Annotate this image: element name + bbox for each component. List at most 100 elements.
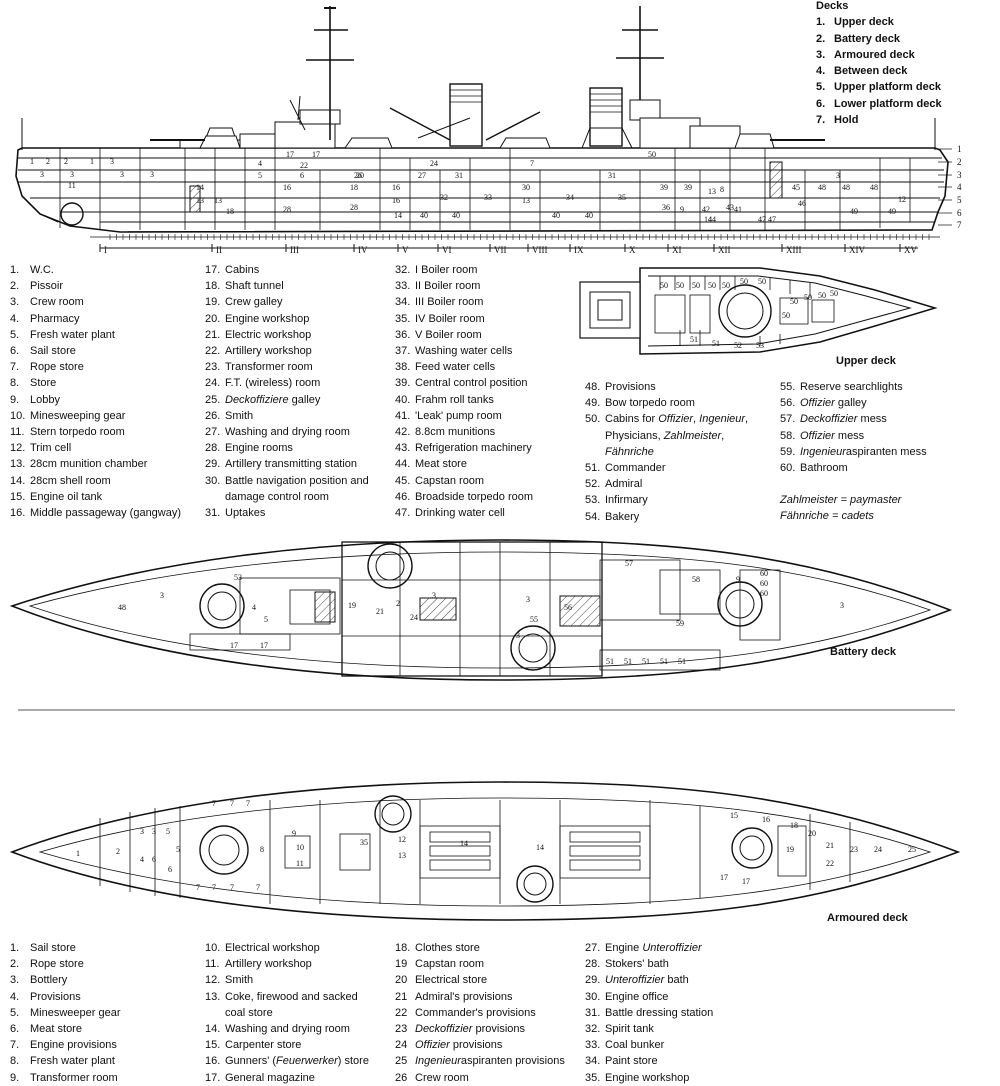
- legend-item-number: 31.: [205, 507, 221, 520]
- legend-item: 5.Minesweeper gear: [10, 1005, 121, 1021]
- legend-item: 12.Smith: [205, 972, 369, 988]
- legend-item-label: Electric workshop: [225, 328, 312, 341]
- compartment-number: 16: [283, 183, 291, 192]
- legend-item-label: Store: [30, 377, 57, 390]
- deck-key-number: 6.: [816, 97, 826, 110]
- legend-item-label: Minesweeping gear: [30, 409, 126, 422]
- compartment-number: 30: [522, 183, 530, 192]
- compartment-number: 18: [350, 183, 358, 192]
- deck-key-item: 2.Battery deck: [816, 31, 942, 47]
- legend-item-label: Sail store: [30, 345, 76, 358]
- legend-item: 34.Paint store: [585, 1053, 713, 1069]
- legend-item: 5.Fresh water plant: [10, 327, 181, 343]
- legend-item: 1.W.C.: [10, 262, 181, 278]
- compartment-number: 60: [760, 569, 768, 578]
- legend-item-label: Trim cell: [30, 442, 72, 455]
- section-numeral: XII: [718, 245, 731, 255]
- section-numeral: VIII: [532, 245, 548, 255]
- legend-item-label: Bathroom: [800, 462, 848, 475]
- legend-item-label: Crew galley: [225, 296, 283, 309]
- section-numeral: XIII: [786, 245, 802, 255]
- compartment-number: 24: [430, 159, 438, 168]
- note-zahlmeister: Zahlmeister = paymaster: [780, 494, 902, 506]
- compartment-number: 3: [526, 595, 530, 604]
- legend-item-number: 6.: [10, 1023, 20, 1036]
- legend-item-number: 7.: [10, 1039, 20, 1052]
- compartment-number: 59: [676, 619, 684, 628]
- legend-item: 56.Offizier galley: [780, 395, 927, 411]
- legend-item-number: 10.: [205, 942, 221, 954]
- legend-item: 37.Washing water cells: [395, 343, 533, 359]
- legend-item: 52.Admiral: [585, 476, 748, 492]
- compartment-number: 10: [296, 843, 304, 852]
- compartment-number: 18: [226, 207, 234, 216]
- deck-key-number: 4.: [816, 65, 826, 78]
- armoured-deck-plan: [9, 781, 961, 921]
- compartment-number: 1: [30, 157, 34, 166]
- legend-item-label: Bottlery: [30, 974, 68, 987]
- compartment-number: 2: [396, 599, 400, 608]
- legend-item-number: 35.: [395, 312, 411, 325]
- legend-item-label: 28cm munition chamber: [30, 458, 148, 471]
- legend-item: 11.Artillery workshop: [205, 956, 369, 972]
- compartment-number: 25: [908, 845, 916, 854]
- legend-item-label: Transformer room: [30, 1071, 118, 1084]
- deck-key-label: Armoured deck: [834, 48, 915, 61]
- compartment-number: 3: [140, 827, 144, 836]
- legend-item-number: 19: [395, 958, 408, 971]
- compartment-number: 22: [826, 859, 834, 868]
- compartment-number: 20: [808, 829, 816, 838]
- legend-item-number: 60.: [780, 462, 796, 475]
- compartment-number: 39: [684, 183, 692, 192]
- legend-item-number: 19.: [205, 296, 221, 309]
- legend-item-number: 37.: [395, 345, 411, 358]
- legend-item: 9.Transformer room: [10, 1070, 121, 1086]
- legend-item-label: Artillery workshop: [225, 958, 312, 971]
- legend-item-label: Central control position: [415, 377, 528, 390]
- compartment-number: 28: [283, 205, 291, 214]
- compartment-number: 15: [730, 811, 738, 820]
- legend-item-label: Ingenieuraspiranten mess: [800, 445, 927, 458]
- compartment-number: 48: [818, 183, 826, 192]
- compartment-number: 28: [350, 203, 358, 212]
- legend-item: 55.Reserve searchlights: [780, 379, 927, 395]
- deck-key-number: 7.: [816, 114, 826, 127]
- compartment-number: 21: [376, 607, 384, 616]
- legend-item-number: 43.: [395, 442, 411, 455]
- legend-item-label: I Boiler room: [415, 264, 478, 276]
- deck-level-marker: 7: [957, 220, 962, 230]
- legend-item-number: 15.: [10, 490, 26, 503]
- legend-item: 32.I Boiler room: [395, 262, 533, 278]
- legend-item-number: 25: [395, 1055, 408, 1068]
- legend-item-number: 26: [395, 1071, 408, 1084]
- compartment-number: 11: [296, 859, 304, 868]
- legend-item-label: Fresh water plant: [30, 1055, 115, 1068]
- legend-item-label: III Boiler room: [415, 296, 484, 309]
- legend-item-number: 32.: [585, 1023, 601, 1036]
- section-numeral: XV: [904, 245, 917, 255]
- legend-item: 57.Deckoffizier mess: [780, 411, 927, 427]
- legend-item: 14.28cm shell room: [10, 473, 181, 489]
- legend-item: 51.Commander: [585, 460, 748, 476]
- compartment-number: 7: [530, 159, 534, 168]
- legend-item-label: V Boiler room: [415, 328, 482, 341]
- legend-item: 33.II Boiler room: [395, 278, 533, 294]
- compartment-number: 1: [76, 849, 80, 858]
- legend-item-number: 31.: [585, 1006, 601, 1019]
- compartment-number: 50: [790, 297, 798, 306]
- legend-item-number: 23: [395, 1023, 408, 1036]
- legend-item: 4.Provisions: [10, 989, 121, 1005]
- legend-item-number: 16.: [10, 507, 26, 520]
- compartment-number: 55: [530, 615, 538, 624]
- legend-item-number: 40.: [395, 393, 411, 406]
- section-numeral: VII: [494, 245, 507, 255]
- legend-item-number: 24: [395, 1039, 408, 1052]
- compartment-number: 7: [230, 799, 234, 808]
- compartment-number: 17: [720, 873, 728, 882]
- legend-item-number: 39.: [395, 377, 411, 390]
- legend-item-number: 33.: [395, 280, 411, 293]
- legend-item-label: Battle dressing station: [605, 1006, 714, 1019]
- legend-item-label: Ingenieuraspiranten provisions: [415, 1055, 565, 1068]
